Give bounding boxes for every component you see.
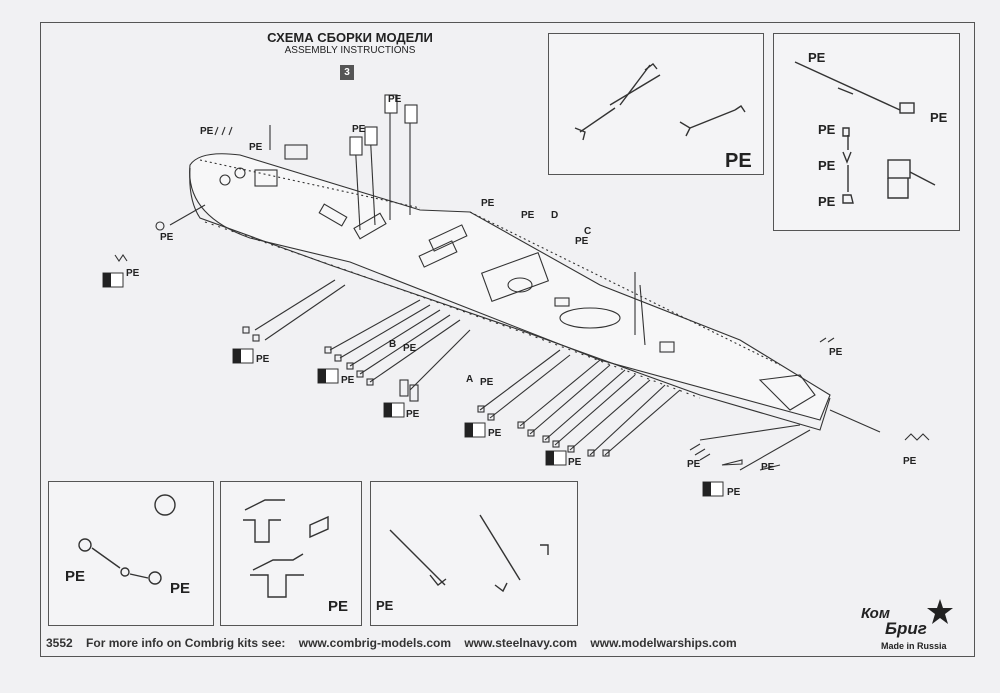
pe-label: PE xyxy=(249,142,263,153)
b-label: B xyxy=(389,339,397,350)
pe-label: PE xyxy=(406,409,420,420)
footer-link[interactable]: www.modelwarships.com xyxy=(590,636,737,650)
pe-label: PE xyxy=(568,457,582,468)
footer-link[interactable]: www.steelnavy.com xyxy=(464,636,578,650)
logo-line2: Бриг xyxy=(885,619,927,638)
pe-label: PE xyxy=(376,598,394,613)
detail-panel-davits xyxy=(370,481,578,626)
pe-label: PE xyxy=(521,210,535,221)
footer-link[interactable]: www.combrig-models.com xyxy=(298,636,451,650)
pe-label: PE xyxy=(126,268,140,279)
detail-panel-railings xyxy=(548,33,764,175)
pe-label: PE xyxy=(388,94,402,105)
detail-panel-brackets xyxy=(220,481,362,626)
pe-marker-icon xyxy=(102,272,724,497)
pe-label: PE xyxy=(818,122,836,137)
kit-number: 3552 xyxy=(46,636,73,650)
made-in-russia: Made in Russia xyxy=(881,641,947,651)
outer-frame xyxy=(40,22,975,657)
pe-label: PE xyxy=(403,343,417,354)
pe-label: PE xyxy=(903,456,917,467)
pe-label: PE xyxy=(481,198,495,209)
pe-label: PE xyxy=(818,194,836,209)
pe-label: PE xyxy=(328,598,349,615)
pe-label: PE xyxy=(341,375,355,386)
logo-line1: Ком xyxy=(861,605,890,622)
pe-label: PE xyxy=(727,487,741,498)
pe-label: PE xyxy=(829,347,843,358)
detail-panel-anchors xyxy=(48,481,214,626)
pe-label: PE xyxy=(818,158,836,173)
pe-label: PE xyxy=(930,110,948,125)
pe-label: PE xyxy=(352,124,366,135)
step-number: 3 xyxy=(340,65,354,80)
pe-label: PE xyxy=(160,232,174,243)
pe-label-large: PE xyxy=(725,150,752,172)
pe-label: PE xyxy=(480,377,494,388)
pe-label: PE xyxy=(488,428,502,439)
star-icon xyxy=(927,599,953,624)
pe-label: PE xyxy=(761,462,775,473)
footer: 3552 For more info on Combrig kits see: … xyxy=(46,636,747,650)
pe-label: PE xyxy=(256,354,270,365)
page-subtitle: ASSEMBLY INSTRUCTIONS xyxy=(284,45,416,56)
a-label: A xyxy=(466,374,474,385)
pe-label: PE xyxy=(575,236,589,247)
combrig-logo: Ком Бриг Made in Russia xyxy=(855,599,970,655)
d-label: D xyxy=(551,210,559,221)
pe-label: PE xyxy=(200,126,214,137)
pe-label: PE xyxy=(65,568,86,585)
footer-info-text: For more info on Combrig kits see: xyxy=(86,636,286,650)
pe-label: PE xyxy=(687,459,701,470)
pe-label: PE xyxy=(808,50,826,65)
page-title: СХЕМА СБОРКИ МОДЕЛИ xyxy=(267,30,433,45)
c-label: C xyxy=(584,226,592,237)
pe-label: PE xyxy=(170,580,191,597)
